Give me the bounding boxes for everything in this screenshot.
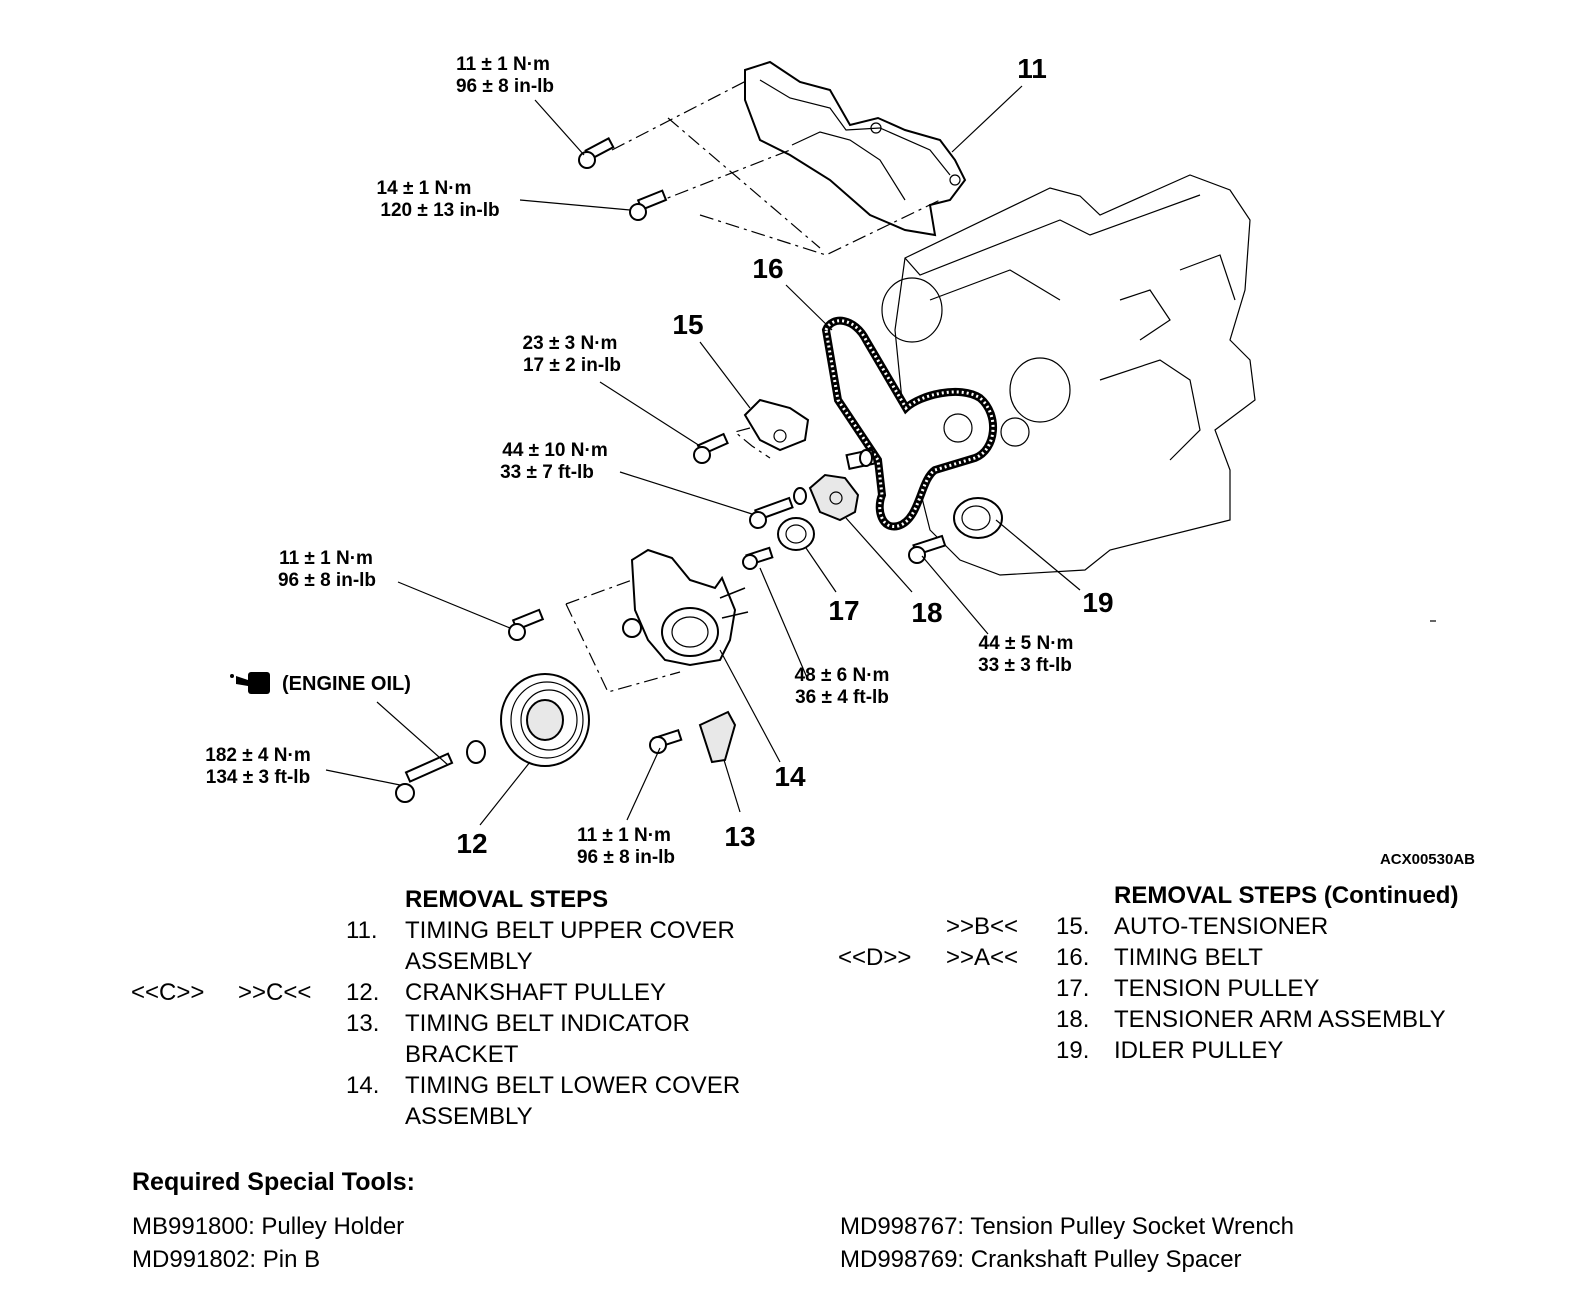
step-text: TIMING BELT LOWER COVER [405, 1072, 741, 1099]
step-number: 15. [1056, 913, 1090, 940]
step-item: 11. TIMING BELT UPPER COVER ASSEMBLY [0, 915, 800, 977]
torque-spec-nm: 48 ± 6 N·m [795, 665, 890, 686]
torque-spec-nm: 23 ± 3 N·m [523, 333, 618, 354]
torque-spec-imperial: 120 ± 13 in-lb [380, 200, 499, 221]
part-number-label: 18 [911, 597, 942, 628]
torque-spec-nm: 14 ± 1 N·m [377, 178, 472, 199]
removal-service-point-ref: <<C>> [131, 979, 205, 1006]
bolt [629, 189, 668, 221]
removal-steps-continued: REMOVAL STEPS (Continued) >>B<< 15. AUTO… [0, 880, 1584, 1066]
step-number: 18. [1056, 1006, 1090, 1033]
torque-spec: 11 ± 1 N·m 96 ± 8 in-lb [278, 548, 376, 591]
torque-spec: 11 ± 1 N·m 96 ± 8 in-lb [456, 54, 554, 97]
step-number: 13. [346, 1010, 380, 1037]
special-tool-item: MD991802: Pin B [132, 1246, 321, 1273]
leader-lines [325, 85, 1081, 826]
bolt [578, 137, 615, 169]
torque-spec-imperial: 96 ± 8 in-lb [456, 76, 554, 97]
special-tool-item: MB991800: Pulley Holder [132, 1213, 405, 1240]
removal-steps-title: REMOVAL STEPS [0, 884, 800, 915]
lower-cover-assembly [508, 548, 749, 693]
step-text: TENSIONER ARM ASSEMBLY [1114, 1006, 1446, 1033]
step-text: ASSEMBLY [405, 1103, 533, 1130]
step-item: <<D>> >>A<< 16. TIMING BELT [0, 942, 1584, 973]
torque-spec-imperial: 134 ± 3 ft-lb [206, 767, 310, 788]
torque-spec-nm: 44 ± 10 N·m [502, 440, 607, 461]
step-text: AUTO-TENSIONER [1114, 913, 1329, 940]
torque-spec-nm: 44 ± 5 N·m [979, 633, 1074, 654]
step-text: TIMING BELT [1114, 944, 1263, 971]
timing-belt [821, 316, 997, 531]
torque-spec-nm: 182 ± 4 N·m [205, 745, 310, 766]
upper-cover-assembly [611, 60, 967, 256]
step-item: <<C>> >>C<< 12. CRANKSHAFT PULLEY [0, 977, 800, 1008]
removal-steps: REMOVAL STEPS 11. TIMING BELT UPPER COVE… [0, 884, 800, 1132]
torque-spec: 44 ± 5 N·m 33 ± 3 ft-lb [978, 633, 1073, 676]
step-text: TENSION PULLEY [1114, 975, 1320, 1002]
torque-spec-imperial: 33 ± 3 ft-lb [978, 655, 1072, 676]
step-number: 17. [1056, 975, 1090, 1002]
step-text: TIMING BELT INDICATOR [405, 1010, 690, 1037]
step-number: 16. [1056, 944, 1090, 971]
exploded-diagram: 11 ± 1 N·m 96 ± 8 in-lb 14 ± 1 N·m 120 ±… [205, 53, 1475, 868]
section-heading: REMOVAL STEPS [405, 886, 609, 913]
installation-service-point-ref: >>B<< [946, 913, 1019, 940]
step-text: ASSEMBLY [405, 948, 533, 975]
special-tools-title: Required Special Tools: [132, 1168, 415, 1196]
tensioner-arm-assembly [749, 448, 877, 529]
part-number-label: 12 [456, 828, 487, 859]
auto-tensioner [693, 398, 810, 464]
step-number: 11. [346, 917, 378, 944]
torque-spec-imperial: 96 ± 8 in-lb [278, 570, 376, 591]
torque-spec-imperial: 33 ± 7 ft-lb [500, 462, 594, 483]
torque-spec: 11 ± 1 N·m 96 ± 8 in-lb [577, 825, 675, 868]
engine-block-outline [881, 174, 1256, 576]
part-number-label: 14 [774, 761, 806, 792]
step-text: IDLER PULLEY [1114, 1037, 1284, 1064]
torque-spec-imperial: 17 ± 2 in-lb [523, 355, 621, 376]
step-text: CRANKSHAFT PULLEY [405, 979, 666, 1006]
torque-spec-nm: 11 ± 1 N·m [279, 548, 373, 569]
step-number: 12. [346, 979, 380, 1006]
step-number: 14. [346, 1072, 380, 1099]
torque-spec: 23 ± 3 N·m 17 ± 2 in-lb [523, 333, 621, 376]
part-number-label: 16 [752, 253, 783, 284]
torque-spec-imperial: 96 ± 8 in-lb [577, 847, 675, 868]
step-item: >>B<< 15. AUTO-TENSIONER [0, 911, 1584, 942]
removal-steps-continued-title: REMOVAL STEPS (Continued) [0, 880, 1584, 911]
part-number-label: 17 [828, 595, 859, 626]
crankshaft-pulley [395, 673, 590, 803]
special-tool-item: MD998769: Crankshaft Pulley Spacer [840, 1246, 1242, 1273]
special-tool-item: MD998767: Tension Pulley Socket Wrench [840, 1213, 1295, 1240]
torque-spec: 48 ± 6 N·m 36 ± 4 ft-lb [795, 665, 890, 708]
section-heading: REMOVAL STEPS (Continued) [1114, 882, 1459, 909]
torque-spec-imperial: 36 ± 4 ft-lb [795, 687, 889, 708]
step-item: 17. TENSION PULLEY [0, 973, 1584, 1004]
torque-spec: 44 ± 10 N·m 33 ± 7 ft-lb [500, 440, 608, 483]
part-number-label: 11 [1017, 53, 1047, 84]
step-item: 18. TENSIONER ARM ASSEMBLY [0, 1004, 1584, 1035]
torque-spec-nm: 11 ± 1 N·m [456, 54, 550, 75]
installation-service-point-ref: >>C<< [238, 979, 312, 1006]
part-number-label: 13 [724, 821, 755, 852]
step-item: 14. TIMING BELT LOWER COVER ASSEMBLY [0, 1070, 800, 1132]
idler-pulley [908, 497, 1003, 564]
step-item: 13. TIMING BELT INDICATOR BRACKET [0, 1008, 800, 1070]
figure-code: ACX00530AB [1380, 851, 1475, 868]
torque-spec-nm: 11 ± 1 N·m [577, 825, 671, 846]
step-item: 19. IDLER PULLEY [0, 1035, 1584, 1066]
engine-oil-label: (ENGINE OIL) [282, 673, 411, 695]
timing-belt-indicator-bracket [649, 710, 737, 764]
part-number-label: 15 [672, 309, 703, 340]
step-number: 19. [1056, 1037, 1090, 1064]
torque-spec: 182 ± 4 N·m 134 ± 3 ft-lb [205, 745, 310, 788]
removal-service-point-ref: <<D>> [838, 944, 912, 971]
part-number-label: 19 [1082, 587, 1113, 618]
torque-spec: 14 ± 1 N·m 120 ± 13 in-lb [377, 178, 500, 221]
installation-service-point-ref: >>A<< [946, 944, 1019, 971]
oil-can-icon [230, 672, 270, 694]
step-text: BRACKET [405, 1041, 519, 1068]
tension-pulley [742, 517, 815, 570]
step-text: TIMING BELT UPPER COVER [405, 917, 735, 944]
